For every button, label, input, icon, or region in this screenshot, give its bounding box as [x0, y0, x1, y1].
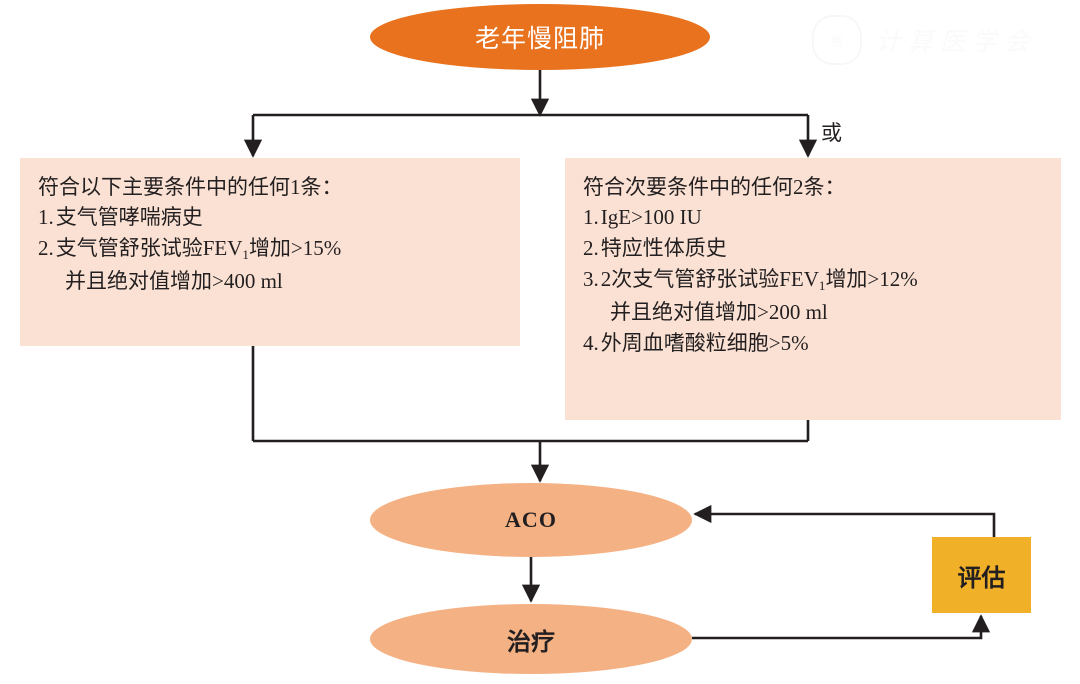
list-item: 2. 特应性体质史: [583, 233, 1061, 264]
list-item-text: 2次支气管舒张试验FEV1增加>12%: [601, 264, 1061, 297]
list-item-continuation: 并且绝对值增加>200 ml: [610, 300, 828, 324]
list-item-number: 2.: [38, 236, 54, 260]
fev1-subscript: 1: [818, 278, 826, 294]
list-item: 2. 支气管舒张试验FEV1增加>15%: [38, 233, 520, 266]
list-item: 3. 2次支气管舒张试验FEV1增加>12%: [583, 264, 1061, 297]
list-item-number: 1.: [38, 205, 54, 229]
edge-label-or: 或: [821, 121, 842, 145]
list-item-text-pre: 2次支气管舒张试验FEV: [600, 267, 819, 291]
watermark-seal-icon: 医: [812, 15, 862, 65]
list-item-text: 特应性体质史: [600, 236, 727, 260]
list-item-number: 3.: [583, 267, 599, 291]
minor-criteria-box[interactable]: 符合次要条件中的任何2条： 1. IgE>100 IU 2. 特应性体质史 3.…: [565, 158, 1061, 420]
list-item: 1. IgE>100 IU: [583, 202, 1061, 233]
watermark: 医 计算医学会: [812, 12, 1062, 68]
node-treatment[interactable]: 治疗: [370, 604, 692, 674]
edge-treatment-to-evaluation: [692, 614, 991, 640]
major-criteria-heading: 符合以下主要条件中的任何1条：: [38, 175, 343, 199]
list-item-text: 支气管舒张试验FEV1增加>15%: [56, 233, 520, 266]
edge-evaluation-to-aco: [693, 504, 996, 537]
list-item-text-post: 增加>15%: [248, 236, 342, 260]
list-item-text-pre: 支气管舒张试验FEV: [55, 236, 243, 260]
list-item: 4. 外周血嗜酸粒细胞>5%: [583, 328, 1061, 359]
node-aco-label: ACO: [505, 507, 557, 532]
major-criteria-list: 1. 支气管哮喘病史 2. 支气管舒张试验FEV1增加>15% 并且绝对值增加>…: [38, 202, 520, 297]
node-aco[interactable]: ACO: [370, 483, 692, 557]
list-item-text-post: 增加>12%: [825, 267, 918, 291]
watermark-text: 计算医学会: [876, 27, 1037, 56]
fev1-subscript: 1: [242, 247, 249, 263]
list-item-continuation: 并且绝对值增加>400 ml: [65, 269, 283, 293]
node-evaluation-label: 评估: [957, 563, 1006, 592]
list-item-text: IgE>100 IU: [600, 205, 702, 229]
list-item-number: 4.: [583, 331, 599, 355]
list-item: 1. 支气管哮喘病史: [38, 202, 520, 233]
list-item-text: 支气管哮喘病史: [55, 205, 203, 229]
major-criteria-box[interactable]: 符合以下主要条件中的任何1条： 1. 支气管哮喘病史 2. 支气管舒张试验FEV…: [20, 158, 520, 346]
minor-criteria-list: 1. IgE>100 IU 2. 特应性体质史 3. 2次支气管舒张试验FEV1…: [583, 202, 1061, 359]
list-item-number: 2.: [583, 236, 599, 260]
node-elderly-copd-label: 老年慢阻肺: [474, 24, 605, 53]
node-elderly-copd[interactable]: 老年慢阻肺: [370, 4, 710, 70]
list-item-number: 1.: [583, 205, 599, 229]
minor-criteria-heading: 符合次要条件中的任何2条：: [583, 175, 846, 199]
node-evaluation[interactable]: 评估: [932, 537, 1031, 613]
node-treatment-label: 治疗: [507, 627, 555, 656]
list-item-text: 外周血嗜酸粒细胞>5%: [600, 331, 809, 355]
